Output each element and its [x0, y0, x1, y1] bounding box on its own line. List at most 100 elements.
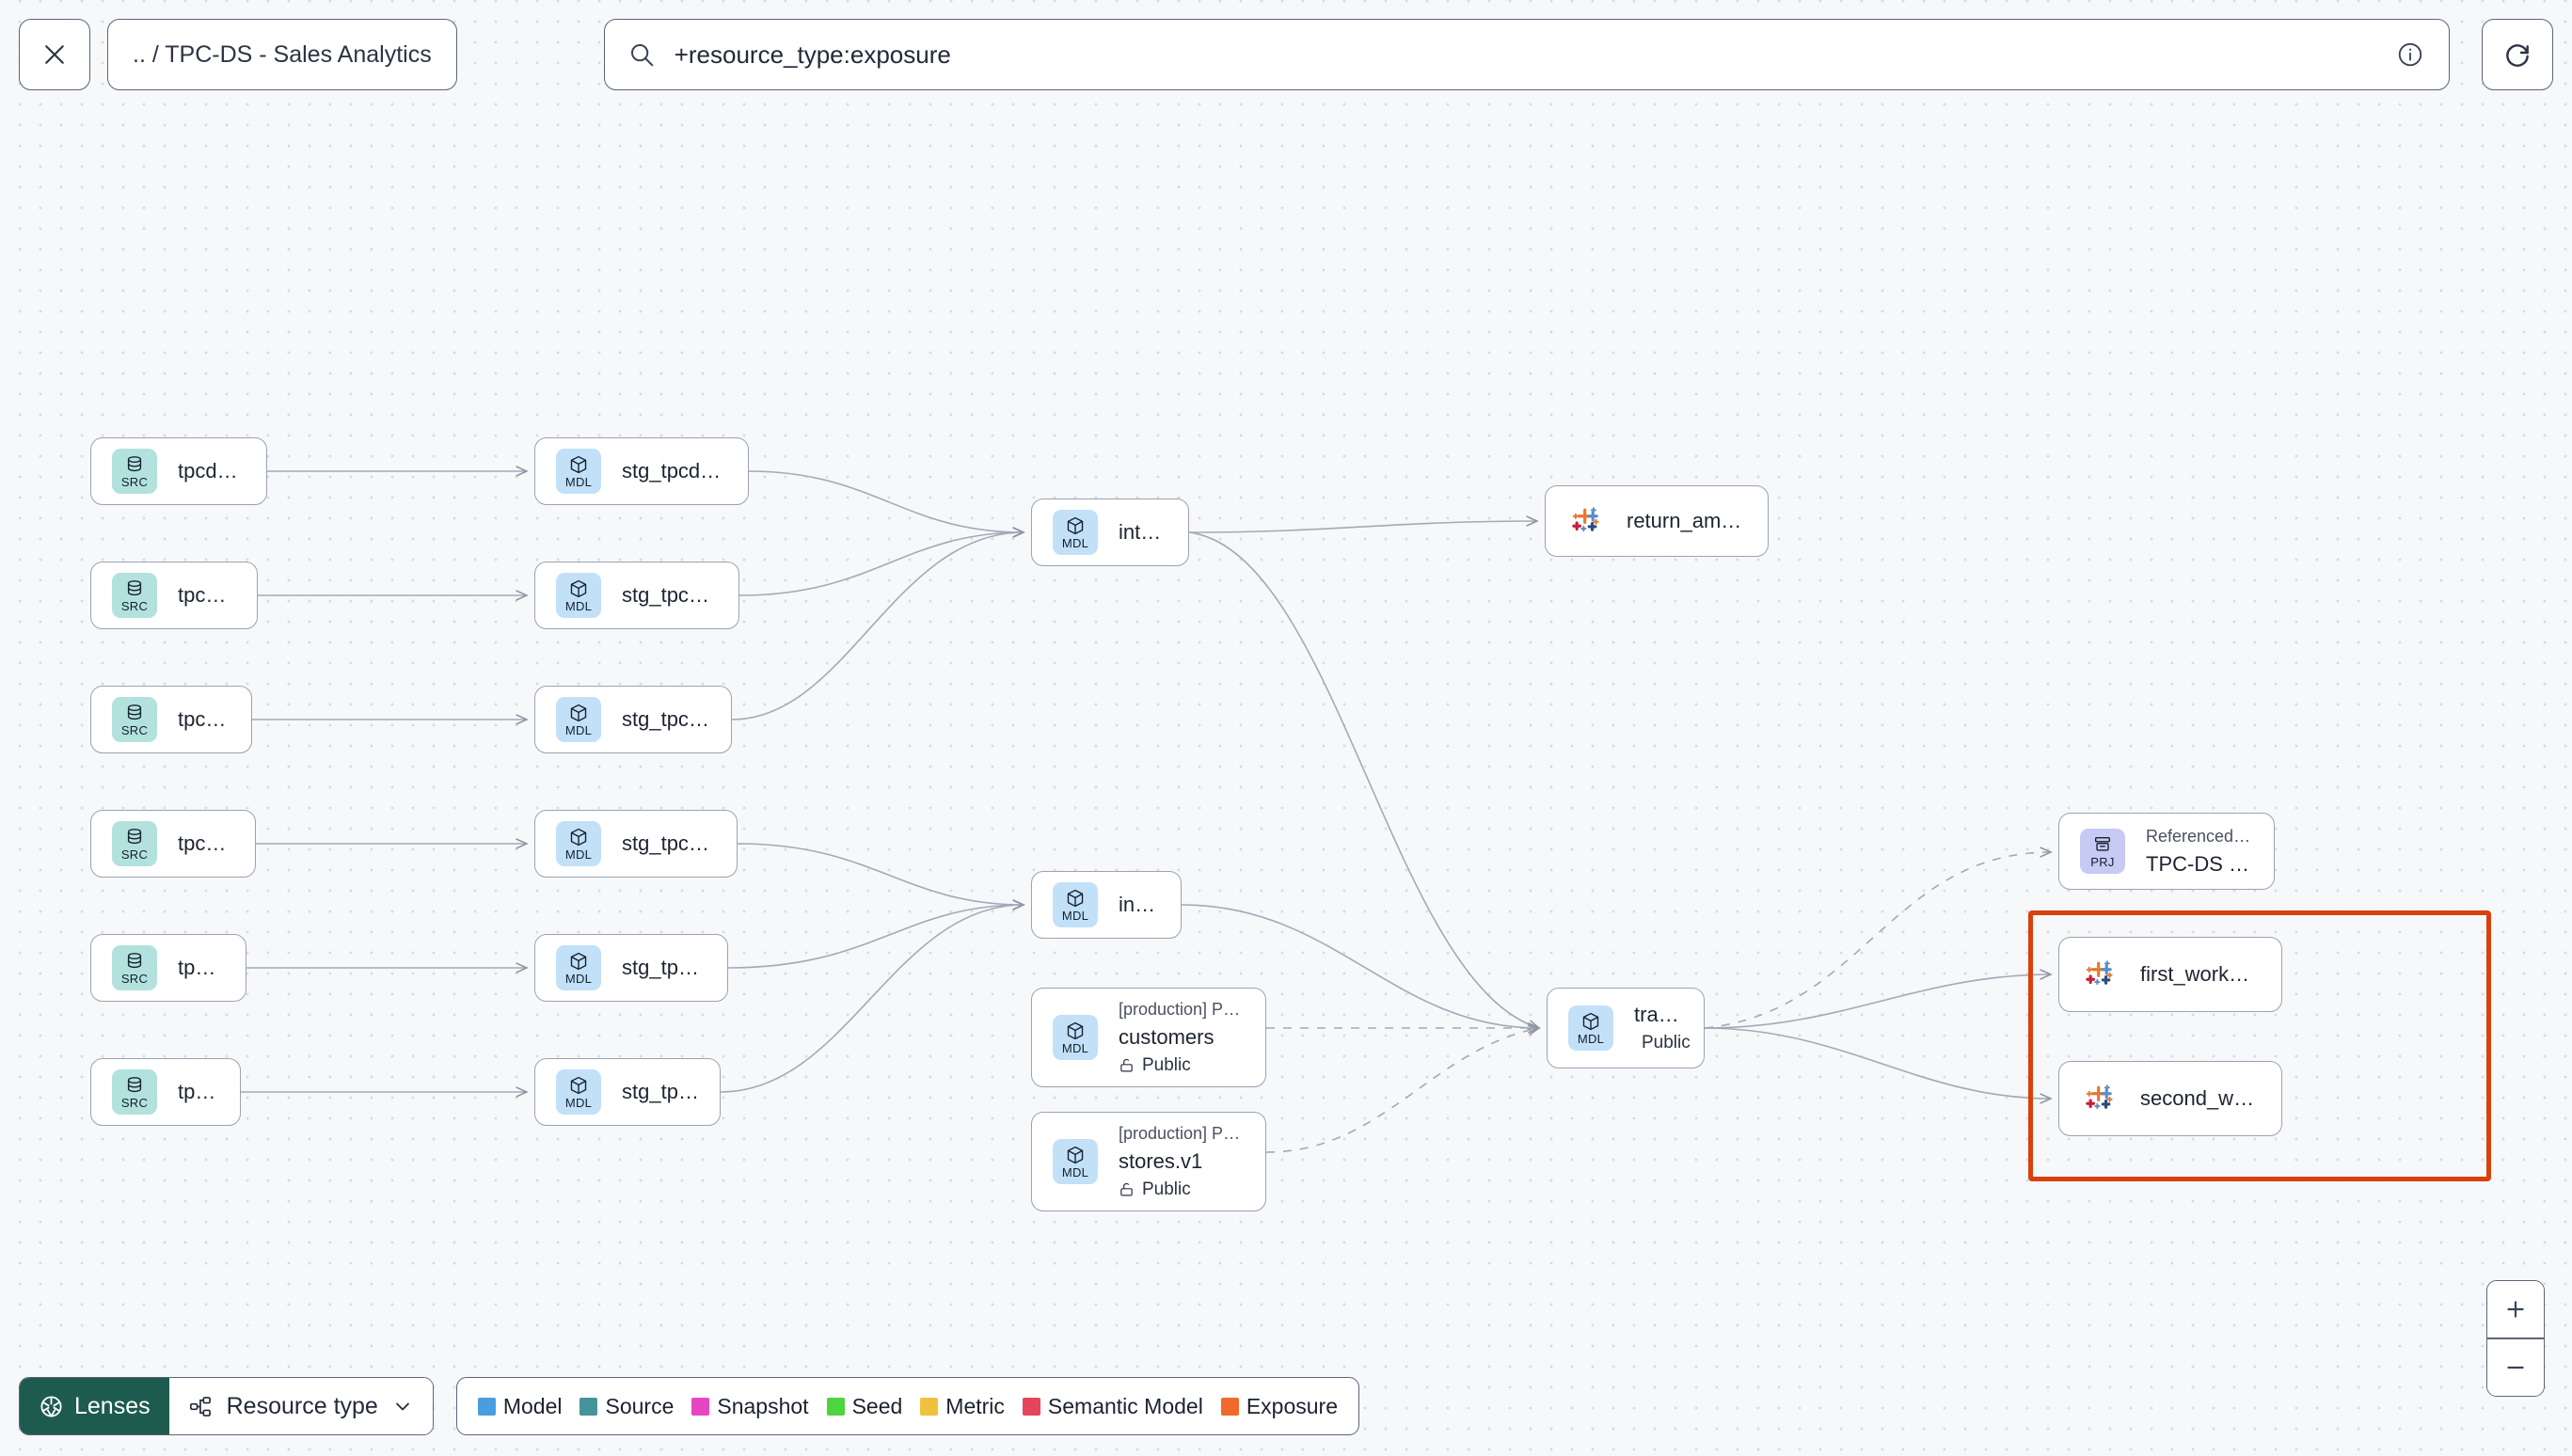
- source-badge-text: SRC: [120, 723, 149, 737]
- breadcrumb[interactable]: .. / TPC-DS - Sales Analytics: [107, 19, 457, 90]
- model-badge-text: MDL: [564, 599, 593, 613]
- legend-swatch: [579, 1397, 598, 1416]
- resource-type-dropdown[interactable]: Resource type: [168, 1378, 433, 1434]
- legend-item: Semantic Model: [1022, 1394, 1203, 1419]
- graph-node-exposure[interactable]: first_workbook_attached_to_tpc-ds_-_…: [2058, 937, 2282, 1012]
- lenses-button[interactable]: Lenses: [20, 1378, 169, 1434]
- model-badge: MDL: [556, 1069, 601, 1115]
- zoom-controls: [2486, 1280, 2545, 1397]
- refresh-button[interactable]: [2482, 19, 2553, 90]
- database-icon: [127, 953, 142, 969]
- hierarchy-icon: [189, 1396, 211, 1416]
- node-project-subtitle: [production] Project: TPC-DS - Core Data…: [1119, 1123, 1245, 1143]
- resource-type-label: Resource type: [226, 1392, 378, 1419]
- graph-canvas[interactable]: SRC tpcds_core.catalog_returns SRC tpcds…: [0, 109, 2572, 1456]
- graph-node-source[interactable]: SRC tpcds_core.catalog_returns: [90, 437, 267, 505]
- zoom-in-button[interactable]: [2487, 1281, 2544, 1338]
- graph-node-model[interactable]: MDL stg_tpcds_core__store_returns: [534, 562, 739, 629]
- node-label: tpcds_core.store_returns: [178, 583, 236, 607]
- source-badge: SRC: [112, 449, 157, 494]
- cube-icon: [570, 828, 587, 847]
- node-access-label: Public: [1142, 1179, 1191, 1199]
- node-label: return_amounts_by_transaction_type: [1627, 509, 1747, 532]
- node-label: stg_tpcds_core__web_sales: [622, 1080, 699, 1103]
- top-toolbar: .. / TPC-DS - Sales Analytics +resource_…: [0, 0, 2572, 109]
- cube-icon: [570, 1076, 587, 1095]
- legend-swatch: [826, 1397, 845, 1416]
- model-badge-text: MDL: [564, 1096, 593, 1110]
- graph-node-model[interactable]: MDL [production] Project: TPC-DS - Core …: [1031, 988, 1266, 1087]
- graph-node-model[interactable]: MDL int_sales__unioned: [1031, 871, 1182, 939]
- graph-node-model[interactable]: MDL stg_tpcds_core__web_returns: [534, 686, 732, 753]
- legend-label: Snapshot: [717, 1393, 809, 1418]
- node-label: TPC-DS - Core Data Models: [2146, 851, 2253, 876]
- graph-node-exposure[interactable]: return_amounts_by_transaction_type: [1545, 485, 1769, 557]
- zoom-out-button[interactable]: [2487, 1338, 2544, 1396]
- cube-icon: [570, 952, 587, 971]
- graph-node-model[interactable]: MDL [production] Project: TPC-DS - Core …: [1031, 1112, 1266, 1211]
- tableau-icon: [2086, 960, 2113, 986]
- model-badge-text: MDL: [1061, 1041, 1089, 1055]
- search-bar[interactable]: +resource_type:exposure: [603, 19, 2450, 90]
- model-badge-text: MDL: [1577, 1032, 1605, 1046]
- zoom-divider: [2487, 1337, 2544, 1339]
- source-badge-text: SRC: [120, 1096, 149, 1110]
- node-label: stg_tpcds_core__store_sales: [622, 956, 707, 979]
- node-access-label: Public: [1642, 1033, 1691, 1052]
- lenses-label: Lenses: [74, 1392, 151, 1419]
- database-icon: [127, 1077, 142, 1093]
- search-input[interactable]: +resource_type:exposure: [674, 40, 951, 69]
- graph-node-model[interactable]: MDL stg_tpcds_core__catalog_returns: [534, 437, 749, 505]
- legend-label: Exposure: [1246, 1393, 1338, 1418]
- lenses-group: Lenses Resource type: [19, 1377, 434, 1435]
- project-badge: PRJ: [2080, 829, 2125, 874]
- legend-swatch: [1220, 1397, 1239, 1416]
- graph-node-source[interactable]: SRC tpcds_core.web_returns: [90, 686, 252, 753]
- cube-icon: [1067, 889, 1084, 908]
- graph-node-model[interactable]: MDL int_returns__unioned: [1031, 499, 1189, 566]
- source-badge: SRC: [112, 945, 157, 990]
- node-access: Public: [1119, 1179, 1245, 1200]
- cube-icon: [570, 455, 587, 474]
- graph-node-source[interactable]: SRC tpcds_core.catalog_sales: [90, 810, 256, 878]
- legend-swatch: [691, 1397, 710, 1416]
- database-icon: [127, 704, 142, 720]
- info-circle-icon[interactable]: [2396, 40, 2424, 69]
- legend-item: Snapshot: [691, 1393, 809, 1419]
- graph-node-source[interactable]: SRC tpcds_core.store_sales: [90, 934, 246, 1002]
- graph-node-project[interactable]: PRJ Referenced by TPC-DS - Core Data Mod…: [2058, 813, 2275, 890]
- legend-label: Seed: [851, 1393, 903, 1418]
- graph-node-source[interactable]: SRC tpcds_core.web_sales: [90, 1058, 241, 1126]
- breadcrumb-label: .. / TPC-DS - Sales Analytics: [133, 40, 432, 68]
- graph-node-model[interactable]: MDL stg_tpcds_core__store_sales: [534, 934, 728, 1002]
- model-badge-text: MDL: [564, 723, 593, 737]
- minus-icon: [2507, 1366, 2524, 1369]
- graph-node-model[interactable]: MDL transactions Public: [1547, 988, 1705, 1068]
- model-badge: MDL: [1053, 1015, 1098, 1060]
- tableau-icon: [1572, 507, 1599, 532]
- node-label: stg_tpcds_core__store_returns: [622, 583, 718, 607]
- graph-node-exposure[interactable]: second_workbook_connected_to_live…: [2058, 1061, 2282, 1136]
- graph-node-model[interactable]: MDL stg_tpcds_core__catalog_sales: [534, 810, 738, 878]
- graph-node-source[interactable]: SRC tpcds_core.store_returns: [90, 562, 258, 629]
- unlock-icon: [1120, 1058, 1133, 1072]
- node-label: second_workbook_connected_to_live…: [2140, 1086, 2261, 1110]
- node-label: customers: [1119, 1024, 1215, 1049]
- cube-icon: [1067, 516, 1084, 535]
- model-badge: MDL: [556, 573, 601, 618]
- close-button[interactable]: [19, 19, 90, 90]
- cube-icon: [570, 579, 587, 598]
- source-badge: SRC: [112, 697, 157, 742]
- source-badge-text: SRC: [120, 475, 149, 489]
- plus-icon: [2507, 1301, 2524, 1318]
- cube-icon: [1067, 1146, 1084, 1164]
- model-badge: MDL: [1053, 882, 1098, 927]
- node-label: stores.v1: [1119, 1148, 1203, 1173]
- graph-node-model[interactable]: MDL stg_tpcds_core__web_sales: [534, 1058, 721, 1126]
- node-label: tpcds_core.catalog_sales: [178, 831, 234, 855]
- node-label: int_sales__unioned: [1119, 893, 1160, 916]
- node-label: tpcds_core.web_returns: [178, 707, 230, 731]
- model-badge-text: MDL: [1061, 536, 1089, 550]
- model-badge: MDL: [1568, 1005, 1613, 1051]
